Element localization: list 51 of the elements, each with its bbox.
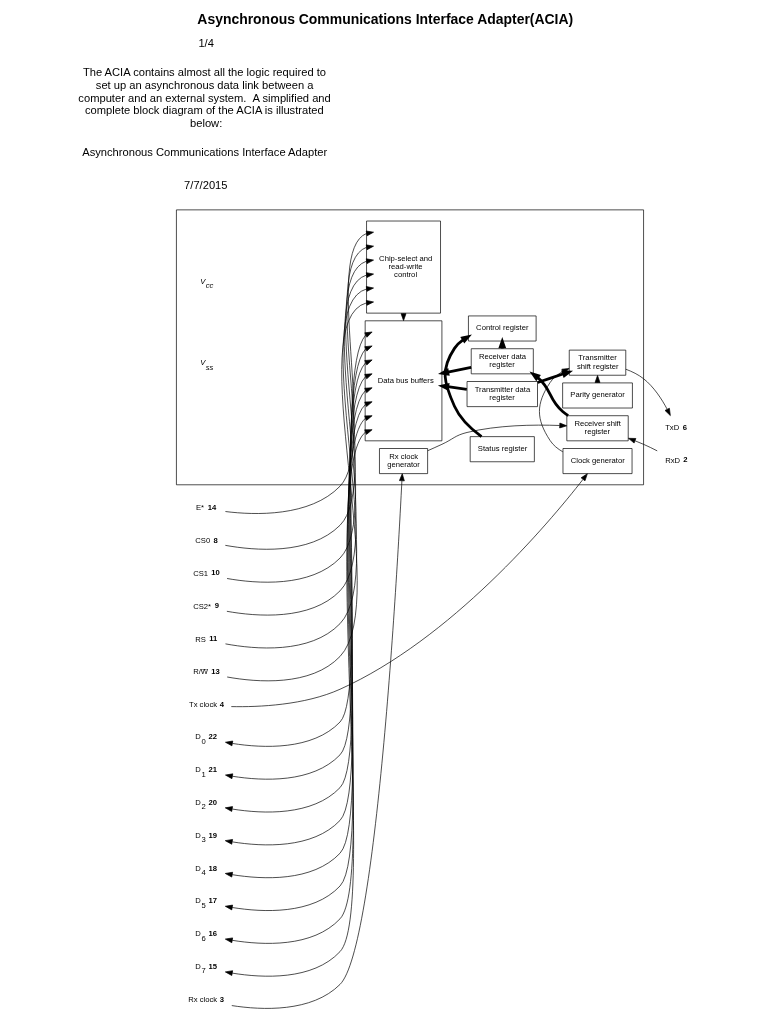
node-label: 15 — [208, 961, 218, 971]
node-label: 6 — [682, 422, 687, 432]
arrow — [529, 371, 569, 417]
node-label: 17 — [208, 896, 218, 906]
node-label: 4 — [219, 699, 224, 709]
label: Asynchronous Communications Interface Adapter — [82, 145, 328, 158]
node-label: 9 — [214, 601, 220, 611]
node-text: CS0 — [195, 536, 211, 546]
node-label: 18 — [208, 863, 218, 873]
node-text: E* — [195, 503, 205, 513]
arrow — [225, 230, 374, 514]
arrow — [539, 368, 570, 453]
node-label: 11 — [209, 633, 218, 643]
arrow — [625, 368, 671, 416]
label: The ACIA contains almost all the logic required to set up an asynchronous data link between a computer and an external system. A simplified and complete block diagram of the ACIA is illustrated below: — [78, 66, 331, 129]
node-label: 2 — [683, 455, 688, 465]
node-box: Receiver shift register — [566, 415, 629, 442]
node-label: 19 — [208, 830, 218, 840]
arrow — [231, 473, 405, 1009]
arrow — [443, 334, 483, 438]
node-label: 14 — [207, 502, 217, 512]
arrow — [427, 422, 568, 452]
node-text: Rx clock — [188, 995, 218, 1005]
arrow — [230, 473, 588, 708]
node-text: CS2* — [193, 601, 212, 611]
node-box: Rx clock generator — [379, 448, 428, 474]
node-text: TxD — [665, 423, 680, 433]
node-label: 8 — [213, 535, 218, 545]
node-label: 13 — [211, 666, 220, 676]
arrow — [438, 366, 472, 376]
node-text: RS — [195, 634, 206, 644]
node-box: Transmitter data register — [466, 381, 538, 407]
label: 1/4 — [198, 37, 214, 50]
node-box: Clock generator — [562, 448, 633, 474]
node-label: 10 — [211, 568, 220, 578]
node-label: 22 — [208, 732, 218, 742]
node-label: 3 — [219, 994, 224, 1004]
label: 7/7/2015 — [184, 178, 228, 191]
node-label: 20 — [208, 797, 218, 807]
node-box: Control register — [468, 315, 537, 342]
node-text: RxD — [665, 456, 681, 466]
node-label: 16 — [208, 929, 218, 939]
node-box: Transmitter shift register — [568, 349, 627, 376]
node-text: R/W̅ — [193, 667, 209, 677]
node-text: Tx clock — [188, 700, 218, 710]
node-label: 21 — [208, 765, 218, 775]
node-text: CS1 — [193, 569, 209, 579]
cluster — [176, 209, 644, 486]
arrow — [628, 437, 658, 452]
diagram-title: Asynchronous Communications Interface Adapter(ACIA) — [197, 11, 574, 28]
node-box: Status register — [469, 436, 535, 463]
